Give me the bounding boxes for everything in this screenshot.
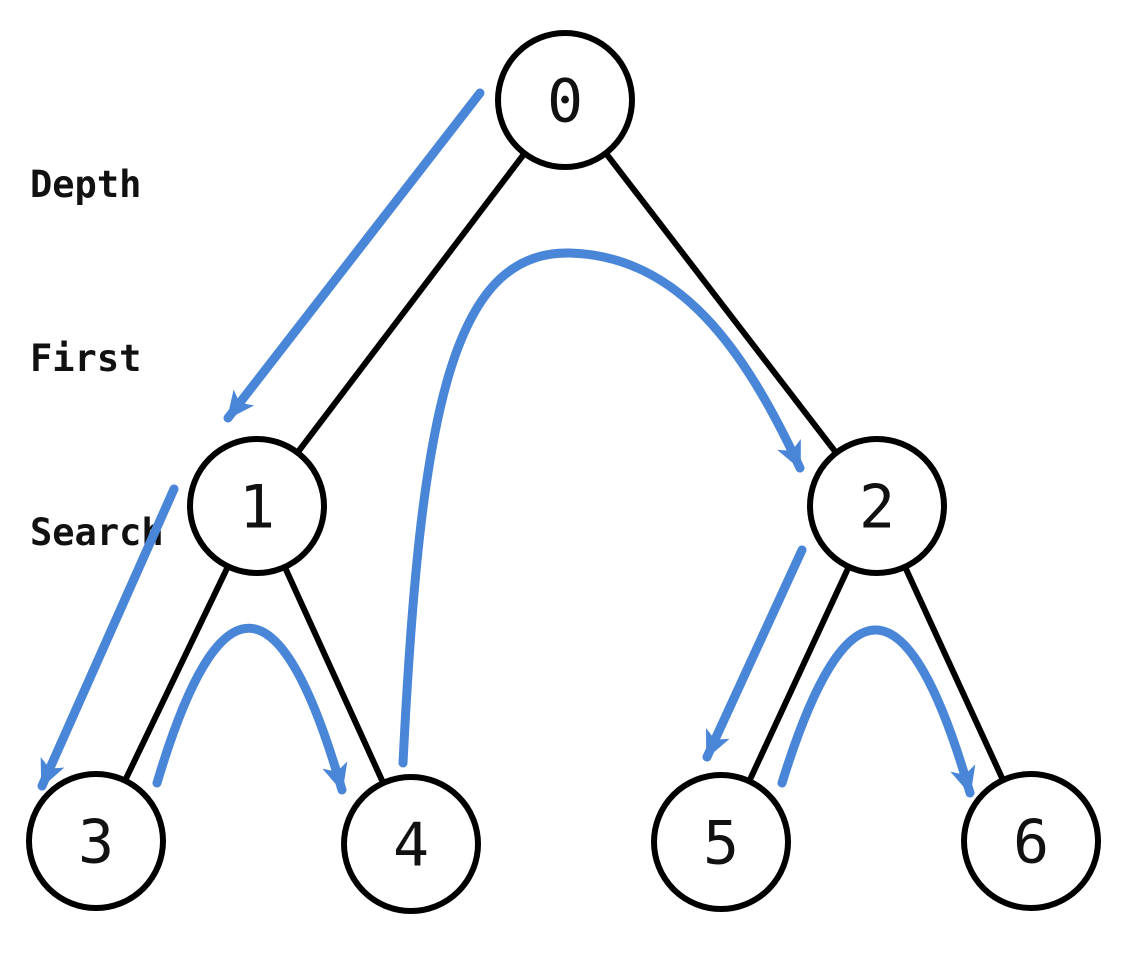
tree-node-1: 1	[187, 436, 327, 576]
dfs-arrow-1-3	[37, 484, 179, 791]
tree-node-circle-2	[807, 436, 947, 576]
tree-node-circle-1	[187, 436, 327, 576]
tree-node-circle-5	[651, 772, 791, 912]
tree-node-circle-4	[341, 774, 481, 914]
tree-node-label-3: 3	[78, 808, 114, 878]
tree-edge-0-2	[562, 98, 880, 508]
tree-node-5: 5	[651, 772, 791, 912]
tree-node-2: 2	[807, 436, 947, 576]
diagram-title-line-2: First	[30, 337, 142, 380]
tree-node-label-2: 2	[859, 473, 895, 543]
diagram-title-line-3: Search	[30, 511, 164, 554]
tree-edge-0-1	[254, 98, 568, 508]
tree-node-circle-0	[495, 30, 635, 170]
tree-node-circle-6	[961, 771, 1101, 911]
tree-node-0: 0	[495, 30, 635, 170]
tree-node-label-4: 4	[393, 811, 429, 881]
diagram-title-line-1: Depth	[30, 163, 142, 206]
dfs-arrow-3-4	[152, 623, 348, 795]
diagram-title: Depth First Search	[30, 40, 164, 678]
tree-node-circle-3	[26, 771, 166, 911]
tree-node-label-6: 6	[1013, 808, 1049, 878]
tree-node-label-0: 0	[547, 67, 583, 137]
dfs-arrow-2-5	[702, 545, 807, 762]
dfs-arrow-0-1	[223, 88, 485, 423]
tree-node-label-1: 1	[239, 473, 275, 543]
tree-nodes-layer: 0 1 2 3 4 5 6	[26, 30, 1101, 914]
dfs-arrow-4-2	[398, 248, 805, 768]
dfs-arrows-layer	[37, 88, 976, 798]
tree-node-4: 4	[341, 774, 481, 914]
tree-node-label-5: 5	[703, 809, 739, 879]
tree-node-6: 6	[961, 771, 1101, 911]
tree-node-3: 3	[26, 771, 166, 911]
dfs-arrow-5-6	[777, 625, 976, 798]
